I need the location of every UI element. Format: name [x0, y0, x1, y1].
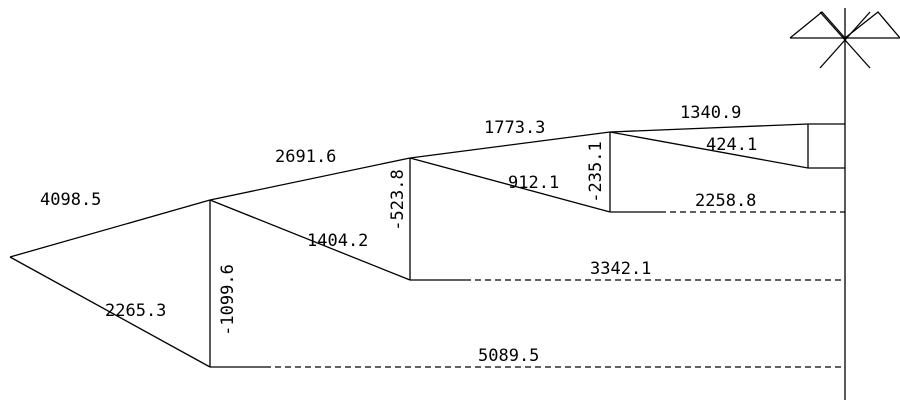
diagonal-force-2: 1404.2 — [307, 231, 368, 251]
top-chord-3 — [409, 131, 611, 159]
vertical-force-3: -235.1 — [586, 141, 606, 202]
vertical-force-1: -1099.6 — [218, 264, 238, 336]
diagonal-2 — [209, 199, 411, 281]
top-chord-force-1: 4098.5 — [40, 190, 101, 210]
diagonal-force-1: 2265.3 — [105, 301, 166, 321]
diagonal-4 — [609, 131, 809, 169]
diagonal-3 — [409, 157, 611, 213]
top-chord-2 — [209, 157, 411, 201]
top-chord-force-4: 1340.9 — [680, 103, 741, 123]
top-chord-4 — [609, 123, 809, 133]
tie-force-3: 2258.8 — [695, 191, 756, 211]
top-chord-force-2: 2691.6 — [275, 147, 336, 167]
diagonal-force-3: 912.1 — [508, 173, 559, 193]
vertical-force-2: -523.8 — [388, 169, 408, 230]
top-chord-1 — [9, 199, 211, 258]
diagonal-force-4: 424.1 — [706, 135, 757, 155]
diagonal-1 — [9, 256, 211, 368]
support-symbol-icon — [789, 11, 900, 69]
tie-force-1: 5089.5 — [478, 346, 539, 366]
tie-force-2: 3342.1 — [590, 259, 651, 279]
top-chord-force-3: 1773.3 — [484, 118, 545, 138]
